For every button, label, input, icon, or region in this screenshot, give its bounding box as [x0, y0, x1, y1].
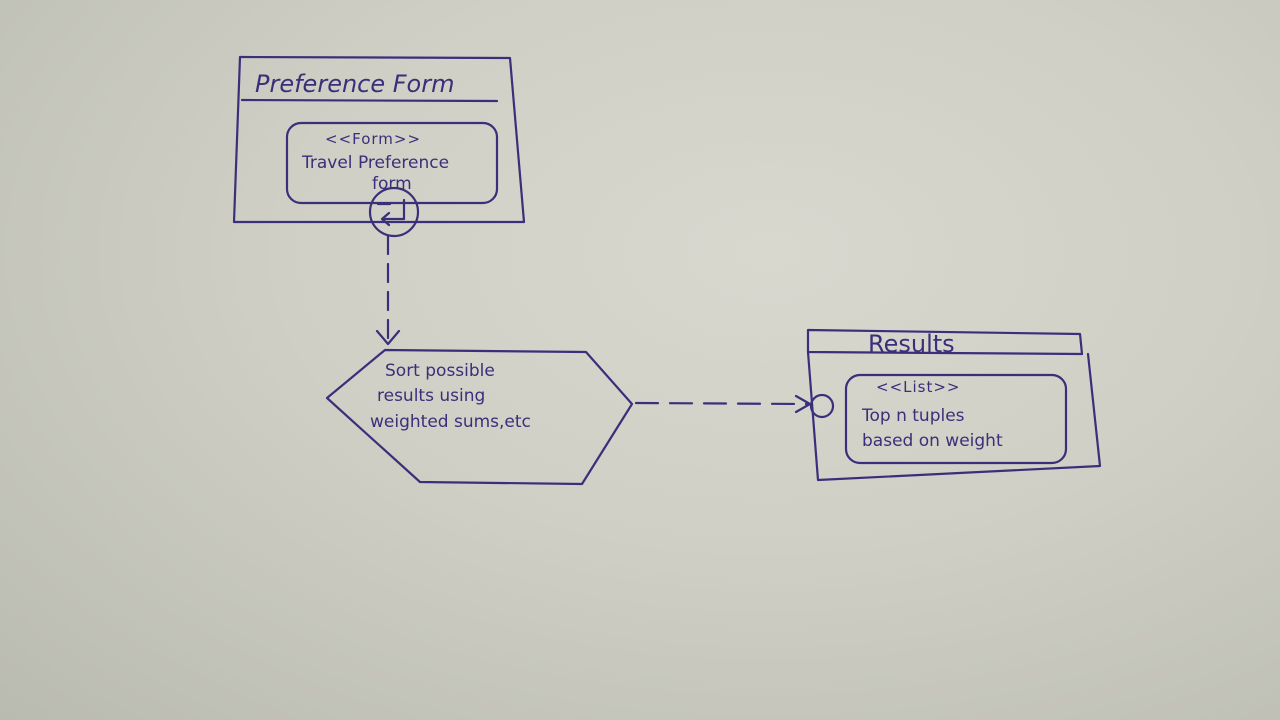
form-to-process-connector: [375, 234, 401, 346]
sort-results-process: Sort possible results using weighted sum…: [325, 348, 634, 486]
form-stereotype: <<Form>>: [325, 130, 421, 148]
travel-preference-form-box: [285, 121, 499, 205]
form-label-line1: Travel Preference: [301, 153, 449, 173]
results-label-line1: Top n tuples: [861, 406, 965, 426]
preference-form-frame: Preference Form <<Form>> Travel Preferen…: [232, 55, 526, 238]
process-to-results-connector: [634, 393, 835, 419]
process-label-line2: results using: [377, 386, 485, 406]
process-label-line3: weighted sums,etc: [370, 412, 531, 432]
results-label-line2: based on weight: [862, 431, 1003, 451]
process-label-line1: Sort possible: [385, 361, 495, 381]
results-title: Results: [868, 330, 955, 358]
results-frame: Results <<List>> Top n tuples based on w…: [806, 328, 1102, 482]
results-stereotype: <<List>>: [876, 378, 961, 396]
preference-form-title: Preference Form: [255, 70, 455, 98]
results-list-box: [844, 373, 1068, 465]
return-arrow-icon: [368, 186, 420, 238]
